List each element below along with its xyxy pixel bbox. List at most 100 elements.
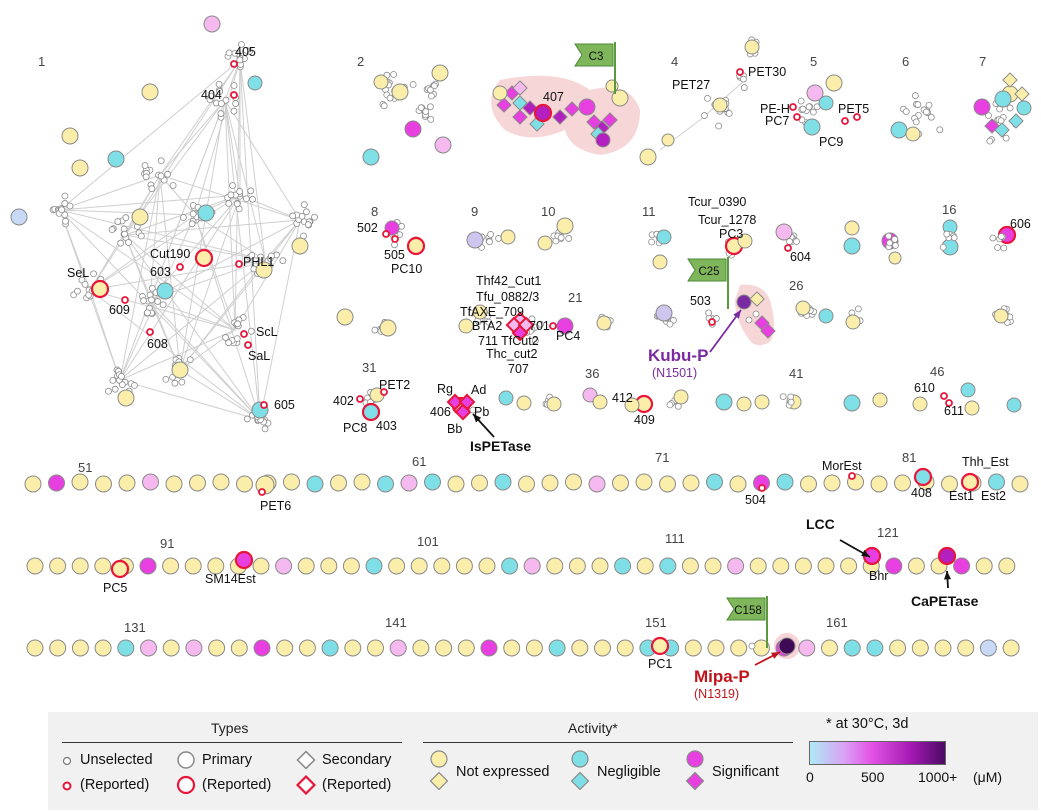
cluster1-edge — [119, 174, 161, 381]
node-label: 404 — [201, 88, 222, 102]
not-expressed-icon — [429, 750, 449, 790]
unselected-node — [809, 108, 817, 116]
unselected-node — [217, 110, 225, 117]
primary-node — [236, 475, 253, 493]
node-label: 701 — [529, 319, 550, 333]
reported-unselected-node — [793, 113, 801, 121]
primary-node — [659, 557, 677, 575]
node-label: Bhr — [869, 569, 888, 583]
primary-node — [655, 304, 673, 322]
secondary-node — [511, 324, 529, 342]
unselected-node — [109, 376, 117, 384]
node-label: Tcur_0390 — [688, 195, 746, 209]
primary-node — [659, 475, 676, 493]
cluster1-edge — [59, 174, 161, 211]
node-label: Tcur_1278 — [698, 213, 756, 227]
reported-unselected-node — [758, 484, 766, 492]
primary-node — [344, 639, 362, 657]
legend-secondary: Secondary — [322, 752, 392, 768]
primary-node — [988, 473, 1005, 491]
cluster1-edge — [224, 99, 266, 261]
primary-node — [843, 237, 861, 255]
secondary-node — [512, 95, 528, 111]
kubu-arrow — [709, 309, 742, 353]
primary-node — [516, 395, 532, 411]
unselected-node — [648, 238, 656, 246]
unselected-node — [125, 239, 132, 246]
primary-node — [885, 557, 903, 575]
primary-node — [171, 361, 189, 379]
node-label: 609 — [109, 303, 130, 317]
unselected-node — [986, 137, 994, 145]
primary-node — [252, 557, 270, 575]
reported-node — [90, 279, 110, 299]
cluster-number: 11 — [642, 204, 656, 219]
annotation-arrows — [472, 309, 951, 666]
cluster1-edge — [89, 289, 261, 421]
node-label: PC10 — [391, 262, 422, 276]
node-label: PE-H — [760, 102, 790, 116]
unselected-node — [229, 182, 237, 189]
unselected-node — [234, 320, 242, 328]
unselected-node — [715, 122, 723, 130]
primary-node — [712, 97, 728, 113]
unselected-node — [912, 118, 920, 126]
primary-node — [975, 557, 993, 575]
unselected-node — [390, 71, 398, 78]
node-label: Cut190 — [150, 247, 190, 261]
primary-node — [596, 315, 612, 331]
node-label: Thc_cut2 — [486, 347, 537, 361]
secondary-node — [454, 403, 472, 421]
primary-node — [10, 208, 28, 226]
primary-node — [605, 79, 619, 93]
cluster1-edge — [149, 219, 301, 301]
cluster1-edge — [59, 209, 236, 331]
primary-node — [455, 557, 473, 575]
cluster-number: 61 — [412, 454, 426, 469]
primary-node — [189, 474, 206, 492]
node-label: 402 — [333, 394, 354, 408]
unselected-node — [248, 251, 256, 259]
cluster1-edge — [159, 174, 181, 371]
cluster1-edge — [224, 99, 236, 331]
cluster1-edge — [149, 299, 261, 421]
legend-activity-rule — [423, 742, 793, 743]
primary-node — [404, 120, 422, 138]
primary-node — [872, 392, 888, 408]
unselected-node — [927, 113, 935, 121]
primary-node — [682, 474, 700, 492]
flag-c3-label: C3 — [589, 51, 604, 63]
primary-node — [706, 473, 723, 491]
primary-node — [1006, 397, 1022, 413]
unselected-node — [666, 320, 674, 328]
cluster1-edge — [119, 259, 266, 381]
node-label: PC5 — [103, 581, 127, 595]
flag-c158-label: C158 — [734, 605, 762, 617]
primary-node — [806, 84, 824, 102]
primary-node — [247, 75, 263, 91]
unselected-node — [428, 92, 435, 100]
cluster-number: 101 — [417, 534, 439, 549]
cluster1-edge — [179, 369, 261, 421]
primary-node — [71, 159, 89, 177]
node-label: PC1 — [648, 657, 672, 671]
primary-node — [471, 474, 488, 492]
unselected-node — [247, 327, 255, 335]
primary-node — [775, 223, 793, 241]
primary-node — [142, 473, 159, 491]
primary-node — [162, 639, 180, 657]
unselected-node — [142, 173, 150, 181]
reported-node — [110, 559, 130, 579]
secondary-node — [1008, 113, 1024, 129]
reported-unselected-node — [736, 68, 744, 76]
primary-node — [435, 639, 453, 657]
primary-node — [624, 397, 640, 413]
unselected-node — [487, 230, 495, 238]
cluster1-edge — [119, 194, 241, 381]
primary-node — [803, 118, 821, 136]
primary-node — [283, 473, 300, 491]
unselected-node — [997, 233, 1005, 240]
unselected-node — [748, 642, 756, 650]
primary-node — [795, 300, 811, 316]
